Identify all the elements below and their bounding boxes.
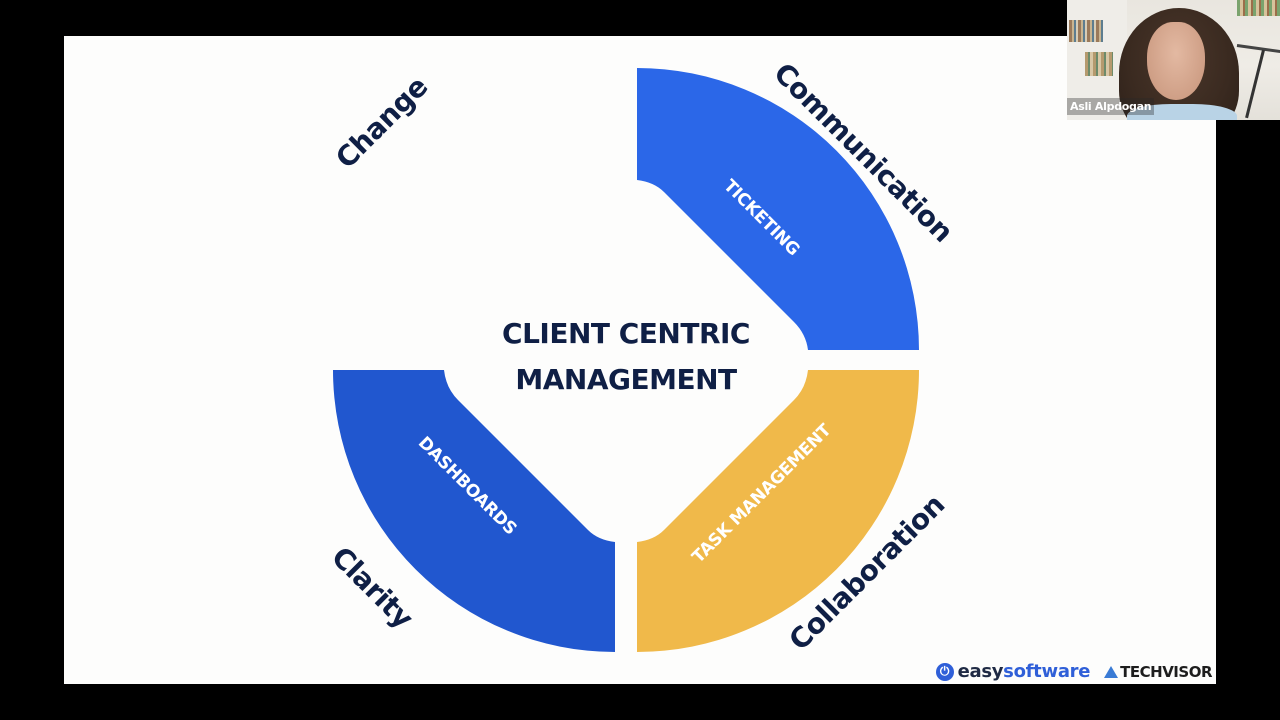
center-title: CLIENT CENTRIC MANAGEMENT: [464, 311, 788, 403]
triangle-icon: [1104, 665, 1119, 678]
participant-face: [1147, 22, 1205, 100]
participant-name: Asli Alpdogan: [1067, 98, 1155, 115]
lamp-arm: [1245, 49, 1265, 119]
books: [1237, 0, 1280, 16]
center-title-line1: CLIENT CENTRIC: [502, 317, 750, 350]
lamp-arm: [1236, 44, 1280, 54]
segment-ticketing: [637, 68, 919, 350]
presentation-slide: CLIENT CENTRIC MANAGEMENT TICKETING TASK…: [64, 36, 1216, 684]
easysoftware-logo: ⏻ easysoftware: [935, 661, 1091, 682]
power-icon: ⏻: [935, 662, 954, 681]
footer-logos: ⏻ easysoftware TECHVISOR: [935, 661, 1212, 682]
diagram-svg: [333, 68, 919, 652]
center-title-line2: MANAGEMENT: [515, 363, 737, 396]
techvisor-logo: TECHVISOR: [1104, 663, 1212, 681]
books: [1085, 52, 1113, 76]
techvisor-wordmark: TECHVISOR: [1120, 662, 1212, 681]
easysoftware-wordmark: easysoftware: [957, 661, 1091, 682]
segment-dashboards: [333, 370, 615, 652]
webcam-tile[interactable]: Asli Alpdogan: [1067, 0, 1280, 120]
segment-task-management: [637, 370, 919, 652]
books: [1069, 20, 1103, 42]
participant-shirt: [1127, 104, 1237, 120]
